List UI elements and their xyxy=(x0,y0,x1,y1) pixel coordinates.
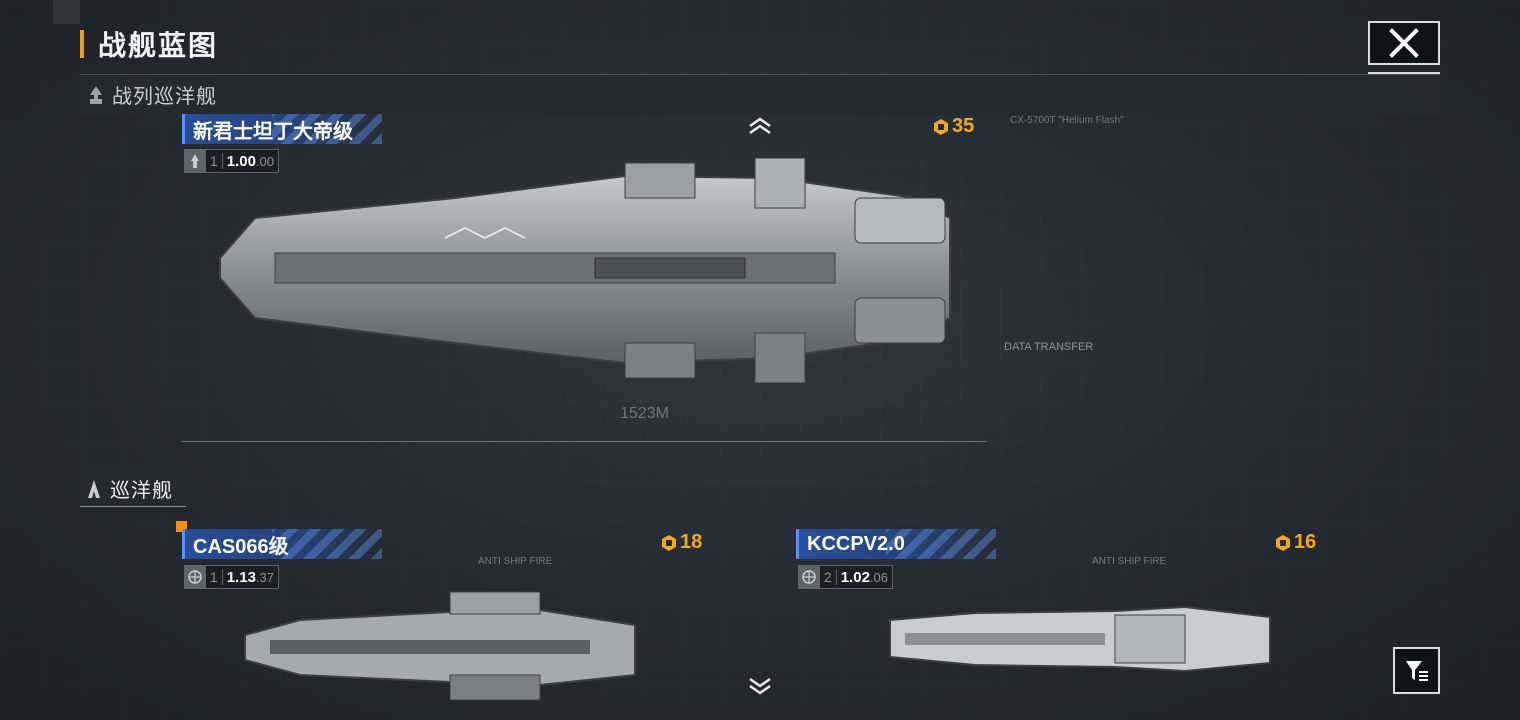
ship-stat-box: 1 1.13 .37 xyxy=(184,565,279,589)
ship-cost: 35 xyxy=(932,115,974,138)
ship-name-tag[interactable]: CAS066级 xyxy=(182,529,382,559)
selection-marker xyxy=(176,521,187,532)
ship-value-decimal: .06 xyxy=(869,569,888,585)
ship-cost: 18 xyxy=(660,531,702,554)
ship-level: 1 xyxy=(206,153,223,169)
ship-name: 新君士坦丁大帝级 xyxy=(193,120,353,143)
title-accent-bar xyxy=(80,30,84,58)
ship-class-icon xyxy=(90,85,102,104)
ship-value: 1.13 xyxy=(226,568,256,586)
close-underline xyxy=(1368,72,1440,74)
ship-level: 2 xyxy=(820,569,837,585)
ship-name: CAS066级 xyxy=(193,535,289,558)
resource-icon xyxy=(662,534,676,551)
corner-decoration xyxy=(53,0,80,24)
ship-level: 1 xyxy=(206,569,223,585)
section-header-cruiser[interactable]: 巡洋舰 xyxy=(80,471,186,507)
chevron-down-icon xyxy=(749,677,771,695)
ship-type-icon xyxy=(799,566,820,588)
ship-name-tag[interactable]: KCCPV2.0 xyxy=(796,529,996,559)
cost-value: 35 xyxy=(952,115,975,137)
cost-value: 16 xyxy=(1294,531,1317,553)
ship-image-cas066[interactable] xyxy=(240,590,640,705)
ship-code-label: ANTI SHIP FIRE xyxy=(478,556,553,567)
page-title: 战舰蓝图 xyxy=(98,30,219,61)
chevron-up-icon xyxy=(749,117,771,135)
ship-value-decimal: .00 xyxy=(255,153,274,169)
scroll-down-button[interactable] xyxy=(748,676,772,701)
ship-code-label: ANTI SHIP FIRE xyxy=(1092,556,1167,567)
ship-value-decimal: .37 xyxy=(255,569,274,585)
scroll-up-button[interactable] xyxy=(748,116,772,141)
ship-cost: 16 xyxy=(1274,531,1316,554)
cost-value: 18 xyxy=(680,531,703,553)
ship-stat-box: 2 1.02 .06 xyxy=(798,565,893,589)
ship-length: 1523M xyxy=(620,405,669,422)
filter-button[interactable] xyxy=(1393,647,1440,694)
filter-icon xyxy=(1405,660,1428,681)
section-header-battlecruiser[interactable]: 战列巡洋舰 xyxy=(80,74,1440,114)
ship-name-tag[interactable]: 新君士坦丁大帝级 xyxy=(182,114,382,144)
ship-class-icon xyxy=(88,479,100,498)
section-label: 巡洋舰 xyxy=(110,480,173,502)
ship-value: 1.00 xyxy=(226,152,256,170)
ship-name: KCCPV2.0 xyxy=(807,532,905,555)
ship-image-kccpv2[interactable] xyxy=(885,605,1275,675)
ship-type-icon xyxy=(185,150,206,172)
length-ruler xyxy=(182,432,986,442)
close-icon xyxy=(1389,28,1419,58)
ship-code-label: CX-5700T "Helium Flash" xyxy=(1010,115,1124,126)
ship-stat-box: 1 1.00 .00 xyxy=(184,149,279,173)
ship-type-icon xyxy=(185,566,206,588)
resource-icon xyxy=(1276,534,1290,551)
ship-image-battlecruiser[interactable] xyxy=(215,158,955,383)
section-label: 战列巡洋舰 xyxy=(112,86,217,108)
close-button[interactable] xyxy=(1368,21,1440,65)
ship-value: 1.02 xyxy=(840,568,870,586)
resource-icon xyxy=(934,118,948,135)
data-transfer-label: DATA TRANSFER xyxy=(1004,341,1094,353)
